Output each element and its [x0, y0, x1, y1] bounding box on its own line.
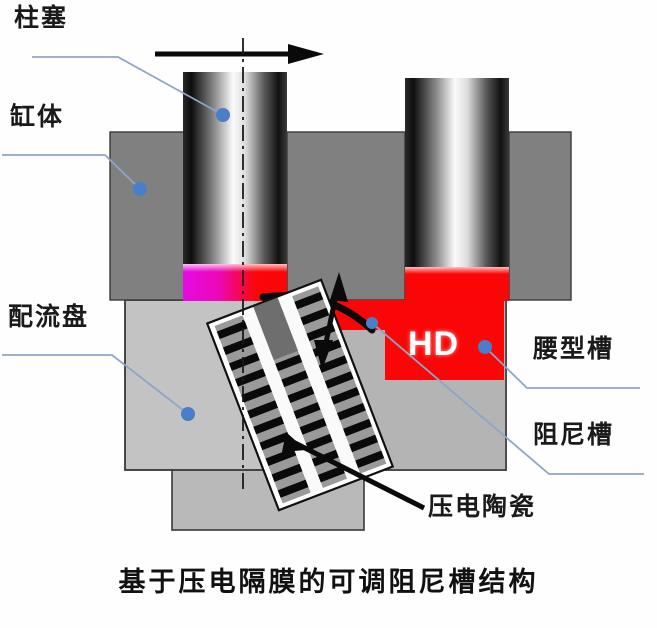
leader-dots-group — [133, 108, 492, 421]
piezo-stripe-column-left — [214, 315, 311, 504]
membrane-deflection-arrow — [314, 272, 348, 370]
piezo-ceramic-stack — [205, 278, 395, 512]
leader-piston — [32, 56, 224, 116]
leader-waist-slot — [484, 346, 640, 389]
dot-valve-plate — [181, 407, 195, 421]
dot-piston — [216, 108, 230, 122]
dot-cylinder-block — [133, 182, 147, 196]
label-cylinder-block: 缸体 — [10, 103, 65, 131]
piston-motion-arrow — [155, 44, 324, 64]
label-waist-slot: 腰型槽 — [533, 335, 615, 363]
cylinder-block-body — [109, 131, 572, 301]
dot-damping-slot — [366, 317, 378, 329]
hd-marker-text: HD — [408, 325, 460, 363]
leader-cylinder-block — [2, 154, 141, 190]
piston-left — [183, 72, 287, 264]
label-valve-plate: 配流盘 — [8, 303, 90, 331]
piezo-ceramic-leader-line — [282, 432, 426, 511]
dot-waist-slot — [478, 340, 492, 354]
label-piston: 柱塞 — [14, 4, 69, 32]
piezo-stripe-column-right — [292, 286, 387, 474]
piston-right — [405, 78, 509, 267]
right-chamber-fluid — [405, 266, 509, 301]
piezo-centre-tab — [252, 296, 299, 361]
label-damping-slot: 阻尼槽 — [533, 421, 615, 449]
label-piezo-ceramic: 压电陶瓷 — [428, 493, 537, 521]
leader-valve-plate — [2, 354, 189, 415]
leader-lines-group — [2, 56, 644, 475]
figure-caption: 基于压电隔膜的可调阻尼槽结构 — [118, 567, 539, 597]
leader-damping-slot — [371, 322, 644, 475]
